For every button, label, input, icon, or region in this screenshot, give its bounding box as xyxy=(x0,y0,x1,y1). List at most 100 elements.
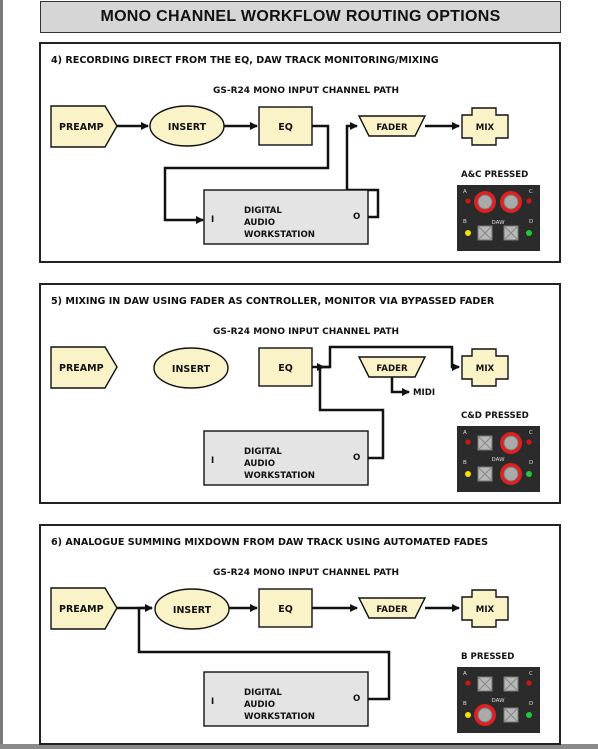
button-d-label: D xyxy=(529,219,533,225)
daw-input-label: I xyxy=(211,697,214,707)
daw-output-label: O xyxy=(353,453,360,463)
led-d xyxy=(526,471,532,477)
button-a-label: A xyxy=(463,189,467,195)
preamp-label: PREAMP xyxy=(59,363,104,374)
daw-panel-label: DAW xyxy=(491,457,505,463)
page-bottom-edge xyxy=(0,744,598,749)
preamp-label: PREAMP xyxy=(59,604,104,615)
daw-line-2: AUDIO xyxy=(244,218,275,228)
led-d xyxy=(526,712,532,718)
led-b xyxy=(465,230,471,236)
fader-label: FADER xyxy=(376,123,408,133)
button-a-label: A xyxy=(463,430,467,436)
insert-node: INSERT xyxy=(154,588,230,630)
fader-label: FADER xyxy=(376,605,408,615)
daw-button-panel: A C B D DAW xyxy=(457,667,540,733)
daw-input-label: I xyxy=(211,215,214,225)
button-d-pressed xyxy=(500,463,522,485)
button-b xyxy=(477,225,493,241)
daw-line-2: AUDIO xyxy=(244,459,275,469)
daw-line-3: WORKSTATION xyxy=(244,471,315,481)
led-b xyxy=(465,471,471,477)
eq-label: EQ xyxy=(278,604,293,615)
button-c-label: C xyxy=(529,671,533,677)
panel-title: 4) RECORDING DIRECT FROM THE EQ, DAW TRA… xyxy=(51,55,439,66)
signal-lines xyxy=(117,604,460,701)
button-b-label: B xyxy=(463,701,467,707)
panel-subtitle: GS-R24 MONO INPUT CHANNEL PATH xyxy=(213,327,399,337)
preamp-node: PREAMP xyxy=(50,346,118,389)
button-c-label: C xyxy=(529,189,533,195)
button-b-pressed xyxy=(474,704,496,726)
eq-node: EQ xyxy=(258,347,313,387)
button-b-label: B xyxy=(463,219,467,225)
led-c xyxy=(526,439,532,445)
mix-node: MIX xyxy=(461,107,509,146)
insert-node: INSERT xyxy=(153,347,229,389)
button-d-label: D xyxy=(529,701,533,707)
eq-node: EQ xyxy=(258,106,313,146)
routing-panel-4: 4) RECORDING DIRECT FROM THE EQ, DAW TRA… xyxy=(39,42,561,263)
button-a-pressed xyxy=(474,191,496,213)
led-d xyxy=(526,230,532,236)
led-a xyxy=(465,439,471,445)
daw-box: I O DIGITAL AUDIO WORKSTATION xyxy=(203,671,369,727)
led-c xyxy=(526,680,532,686)
preamp-node: PREAMP xyxy=(50,105,118,148)
preamp-node: PREAMP xyxy=(50,587,118,630)
button-a-label: A xyxy=(463,671,467,677)
eq-label: EQ xyxy=(278,122,293,133)
button-b-label: B xyxy=(463,460,467,466)
panel-subtitle: GS-R24 MONO INPUT CHANNEL PATH xyxy=(213,86,399,96)
daw-line-1: DIGITAL xyxy=(244,206,282,216)
daw-input-label: I xyxy=(211,456,214,466)
mix-label: MIX xyxy=(476,364,495,374)
midi-label: MIDI xyxy=(413,388,435,398)
button-d xyxy=(503,225,519,241)
daw-line-1: DIGITAL xyxy=(244,688,282,698)
insert-label: INSERT xyxy=(173,605,212,616)
fader-node: FADER xyxy=(357,115,427,137)
mix-node: MIX xyxy=(461,348,509,387)
routing-panel-6: 6) ANALOGUE SUMMING MIXDOWN FROM DAW TRA… xyxy=(39,524,561,745)
daw-line-3: WORKSTATION xyxy=(244,712,315,722)
eq-node: EQ xyxy=(258,588,313,628)
insert-node: INSERT xyxy=(149,105,225,147)
fader-node: FADER xyxy=(357,597,427,619)
button-a xyxy=(477,676,493,692)
routing-panel-5: 5) MIXING IN DAW USING FADER AS CONTROLL… xyxy=(39,283,561,504)
button-c-pressed xyxy=(500,191,522,213)
mix-node: MIX xyxy=(461,589,509,628)
eq-label: EQ xyxy=(278,363,293,374)
daw-panel-label: DAW xyxy=(491,220,505,226)
panel-subtitle: GS-R24 MONO INPUT CHANNEL PATH xyxy=(213,568,399,578)
button-c-pressed xyxy=(500,432,522,454)
daw-output-label: O xyxy=(353,212,360,222)
button-d xyxy=(503,707,519,723)
button-c-label: C xyxy=(529,430,533,436)
preamp-label: PREAMP xyxy=(59,122,104,133)
signal-lines xyxy=(312,345,460,460)
pressed-state-label: C&D PRESSED xyxy=(461,411,529,421)
panel-title: 6) ANALOGUE SUMMING MIXDOWN FROM DAW TRA… xyxy=(51,537,488,548)
insert-label: INSERT xyxy=(172,364,211,375)
page-left-edge xyxy=(0,0,3,749)
led-a xyxy=(465,198,471,204)
daw-output-label: O xyxy=(353,694,360,704)
mix-label: MIX xyxy=(476,123,495,133)
daw-panel-label: DAW xyxy=(491,698,505,704)
daw-box: I O DIGITAL AUDIO WORKSTATION xyxy=(203,430,369,486)
daw-line-2: AUDIO xyxy=(244,700,275,710)
button-d-label: D xyxy=(529,460,533,466)
button-b xyxy=(477,466,493,482)
panel-title: 5) MIXING IN DAW USING FADER AS CONTROLL… xyxy=(51,296,495,307)
fader-node: FADER xyxy=(357,356,427,378)
page-title: MONO CHANNEL WORKFLOW ROUTING OPTIONS xyxy=(40,1,561,33)
fader-label: FADER xyxy=(376,364,408,374)
daw-button-panel: A C B D DAW xyxy=(457,185,540,251)
button-c xyxy=(503,676,519,692)
led-b xyxy=(465,712,471,718)
daw-button-panel: A C B D DAW xyxy=(457,426,540,492)
pressed-state-label: A&C PRESSED xyxy=(461,170,528,180)
mix-label: MIX xyxy=(476,605,495,615)
